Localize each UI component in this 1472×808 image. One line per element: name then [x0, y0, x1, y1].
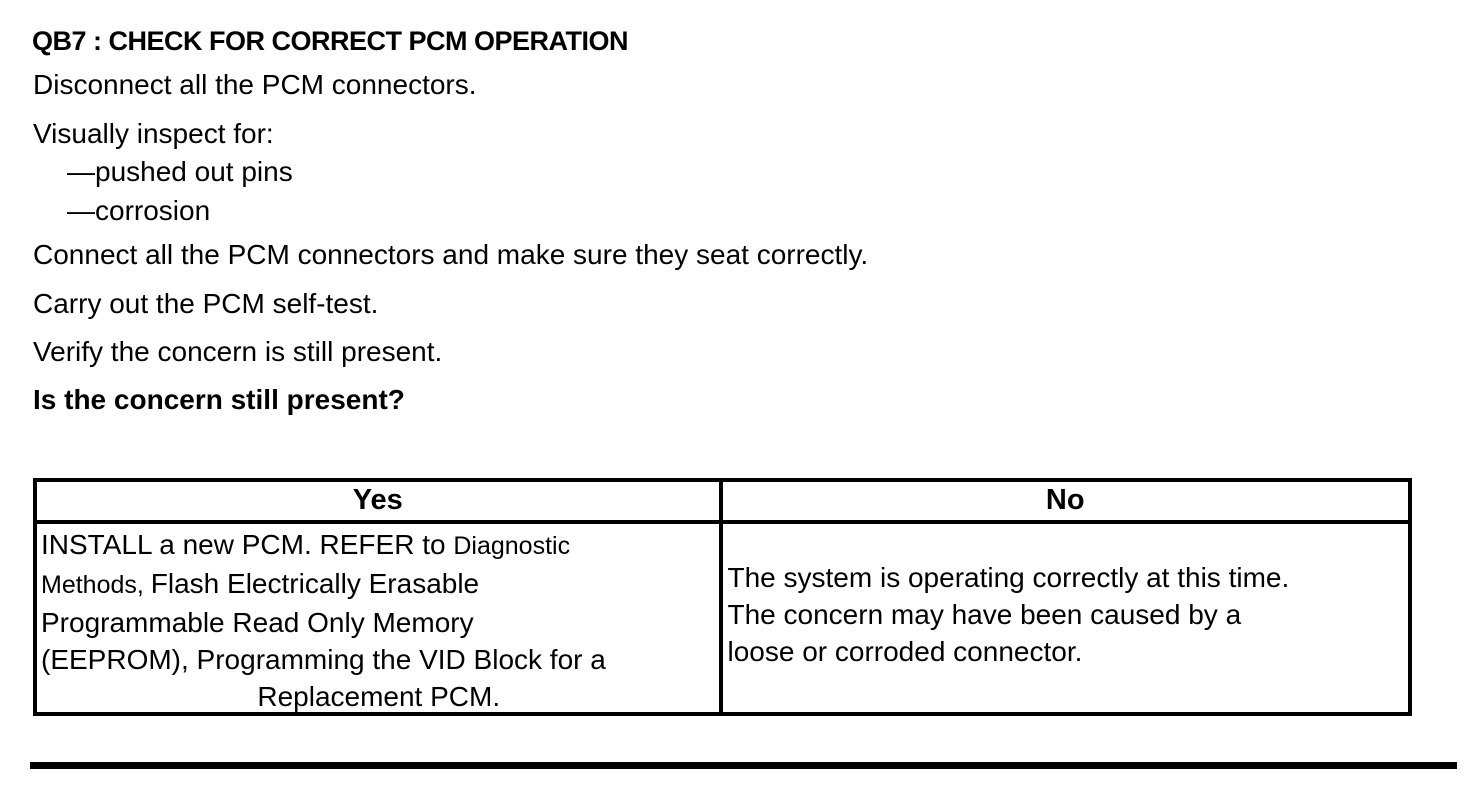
yes-action-line: Replacement PCM. — [257, 681, 501, 712]
procedure-title: QB7 : CHECK FOR CORRECT PCM OPERATION — [32, 26, 629, 56]
no-action-line: loose or corroded connector. — [727, 635, 1083, 667]
step-connect: Connect all the PCM connectors and make … — [33, 239, 869, 270]
table-header-yes: Yes — [37, 482, 723, 520]
no-action-cell: The system is operating correctly at thi… — [723, 524, 1409, 712]
reference-link-text: Diagnostic — [453, 532, 571, 560]
yes-action-line: INSTALL a new PCM. REFER to Diagnostic — [41, 529, 571, 560]
table-header-no: No — [1045, 484, 1085, 516]
reference-link-text: Methods, — [41, 571, 151, 599]
decision-question: Is the concern still present? — [33, 384, 405, 415]
step-verify-concern: Verify the concern is still present. — [33, 336, 443, 367]
page-bottom-rule — [30, 762, 1457, 769]
yes-action-line: Programmable Read Only Memory — [41, 607, 474, 638]
inspect-item-corrosion: —corrosion — [67, 195, 211, 226]
no-action-line: The concern may have been caused by a — [727, 598, 1242, 630]
yes-action-line: Methods, Flash Electrically Erasable — [41, 568, 480, 599]
yes-action-cell: INSTALL a new PCM. REFER to Diagnostic M… — [37, 524, 723, 712]
yes-action-line: (EEPROM), Programming the VID Block for … — [41, 644, 606, 675]
table-body-row: INSTALL a new PCM. REFER to Diagnostic M… — [37, 524, 1408, 712]
inspect-item-pushed-pins: —pushed out pins — [67, 156, 293, 187]
no-action-line: The system is operating correctly at thi… — [727, 561, 1290, 593]
step-self-test: Carry out the PCM self-test. — [33, 288, 379, 319]
step-disconnect: Disconnect all the PCM connectors. — [33, 69, 477, 100]
yes-no-decision-table: Yes No INSTALL a new PCM. REFER to Diagn… — [33, 478, 1412, 716]
step-inspect: Visually inspect for: — [33, 118, 274, 149]
table-header-row: Yes No — [37, 482, 1408, 524]
